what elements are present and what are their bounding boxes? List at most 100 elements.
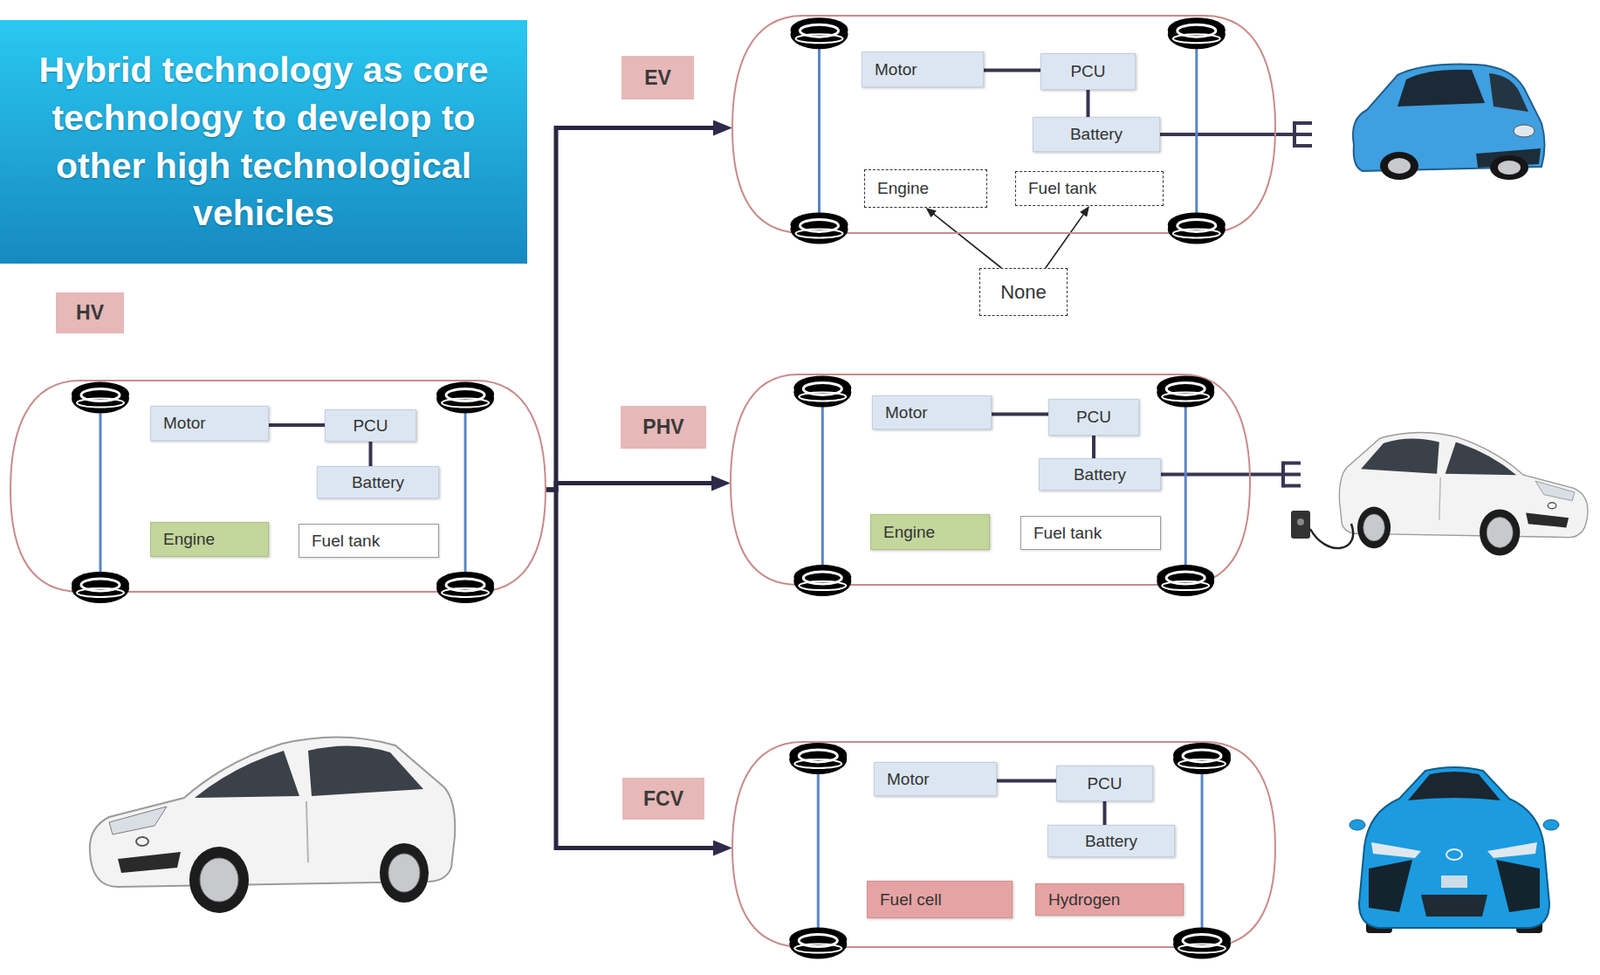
component-box: PCU xyxy=(324,409,417,442)
wire-link xyxy=(1086,89,1091,117)
wheel-symbol xyxy=(1156,564,1215,597)
vehicle-layout: EVMotorPCUBatteryEngineFuel tank xyxy=(732,10,1276,246)
wheel-ring xyxy=(76,588,124,598)
body-outline xyxy=(732,741,1276,948)
wheel-ring xyxy=(1161,391,1209,401)
component-box: Fuel tank xyxy=(1020,515,1161,550)
flow-arrow xyxy=(545,483,720,491)
component-name: None xyxy=(1000,281,1047,304)
vehicle-type: FCV xyxy=(643,787,684,811)
component-name: Battery xyxy=(1070,124,1123,145)
charge-cable xyxy=(1310,523,1353,549)
wheel-ring xyxy=(796,34,844,43)
component-box: Motor xyxy=(150,405,269,441)
wheel-ring xyxy=(76,398,124,408)
wheel-top xyxy=(793,564,852,590)
axle-line xyxy=(817,756,820,942)
title-text: Hybrid technology as core technology to … xyxy=(27,46,500,237)
vehicle-label: PHV xyxy=(620,405,707,449)
axle-line xyxy=(464,396,467,586)
component-box: Fuel tank xyxy=(298,523,440,558)
component-name: Hydrogen xyxy=(1048,890,1120,910)
wheel-symbol xyxy=(793,564,852,597)
component-box: Fuel tank xyxy=(1015,171,1164,207)
wire-link xyxy=(1091,435,1096,459)
component-box: PCU xyxy=(1056,765,1154,802)
wheel-top xyxy=(789,742,847,768)
hv-car-picture xyxy=(89,736,455,914)
component-name: Battery xyxy=(1073,465,1127,485)
component-name: Battery xyxy=(1084,831,1138,852)
component-box: Battery xyxy=(1047,824,1175,858)
wire-link xyxy=(268,423,325,427)
wire-link xyxy=(369,441,373,467)
vehicle-type: PHV xyxy=(642,415,684,440)
wheel-ring xyxy=(794,759,842,769)
component-name: Fuel cell xyxy=(879,890,942,910)
vehicle-layout: FCVMotorPCUBatteryFuel cellHydrogen xyxy=(732,736,1276,960)
wire-link xyxy=(991,412,1049,417)
wheel-symbol xyxy=(1167,212,1226,244)
component-box: Battery xyxy=(316,466,440,499)
wheel-ring xyxy=(1161,581,1209,591)
wheel-top xyxy=(793,375,852,400)
plug-line xyxy=(1294,144,1312,148)
wheel-ring xyxy=(441,398,489,408)
car-headlight xyxy=(1371,842,1422,859)
wheel-symbol xyxy=(1173,927,1231,960)
car-mirror xyxy=(1349,819,1366,831)
plug-symbol xyxy=(1155,461,1301,488)
axle-line xyxy=(98,396,102,586)
component-name: Motor xyxy=(885,403,928,423)
component-name: Fuel tank xyxy=(1028,178,1097,199)
component-box: Fuel cell xyxy=(866,880,1013,919)
car-headlight xyxy=(1513,124,1535,138)
wire-link xyxy=(1103,801,1107,825)
car-mirror xyxy=(1543,819,1559,831)
wheel-ring xyxy=(798,581,846,591)
wheel-symbol xyxy=(789,927,847,960)
wheel-symbol xyxy=(1173,742,1231,775)
wheel-top xyxy=(71,382,130,407)
wheel-symbol xyxy=(436,382,495,414)
wheel-ring xyxy=(1173,228,1221,238)
callout-arrow xyxy=(1045,211,1086,268)
plug-line xyxy=(1294,132,1312,137)
wheel-top xyxy=(1173,927,1231,953)
component-box: Motor xyxy=(872,395,992,430)
wheel-symbol xyxy=(71,382,130,414)
component-box: Hydrogen xyxy=(1035,883,1184,916)
wheel-top xyxy=(789,927,847,953)
component-name: Fuel tank xyxy=(311,531,380,551)
body-outline xyxy=(732,15,1276,234)
vehicle-outline xyxy=(732,10,1276,246)
plug-line xyxy=(1154,132,1295,137)
vehicle-layout: HVMotorPCUBatteryEngineFuel tank xyxy=(10,375,546,605)
ev-car-picture xyxy=(1352,64,1546,181)
car-body xyxy=(1352,64,1546,172)
vehicle-outline xyxy=(732,736,1276,960)
component-box: Battery xyxy=(1032,116,1161,152)
car-intake xyxy=(1496,859,1540,913)
car-window xyxy=(1397,69,1485,107)
component-box: Battery xyxy=(1038,458,1161,491)
car-intake xyxy=(1368,859,1413,913)
wheel-symbol xyxy=(793,375,852,407)
axle-line xyxy=(817,31,821,227)
component-name: Motor xyxy=(874,60,918,80)
wire-link xyxy=(996,779,1057,783)
axle-line xyxy=(821,389,825,579)
plug-line xyxy=(1283,484,1301,488)
car-rim xyxy=(1497,160,1521,175)
wheel-symbol xyxy=(789,742,847,775)
car-logo xyxy=(1446,849,1463,860)
car-headlight xyxy=(1487,842,1538,859)
vehicle-type: EV xyxy=(644,66,672,90)
component-name: Battery xyxy=(351,473,405,493)
wheel-ring xyxy=(798,391,846,401)
plug-line xyxy=(1283,461,1301,466)
vehicle-label: FCV xyxy=(622,777,705,820)
wheel-ring xyxy=(1178,759,1226,769)
wheel-top xyxy=(1156,375,1215,400)
